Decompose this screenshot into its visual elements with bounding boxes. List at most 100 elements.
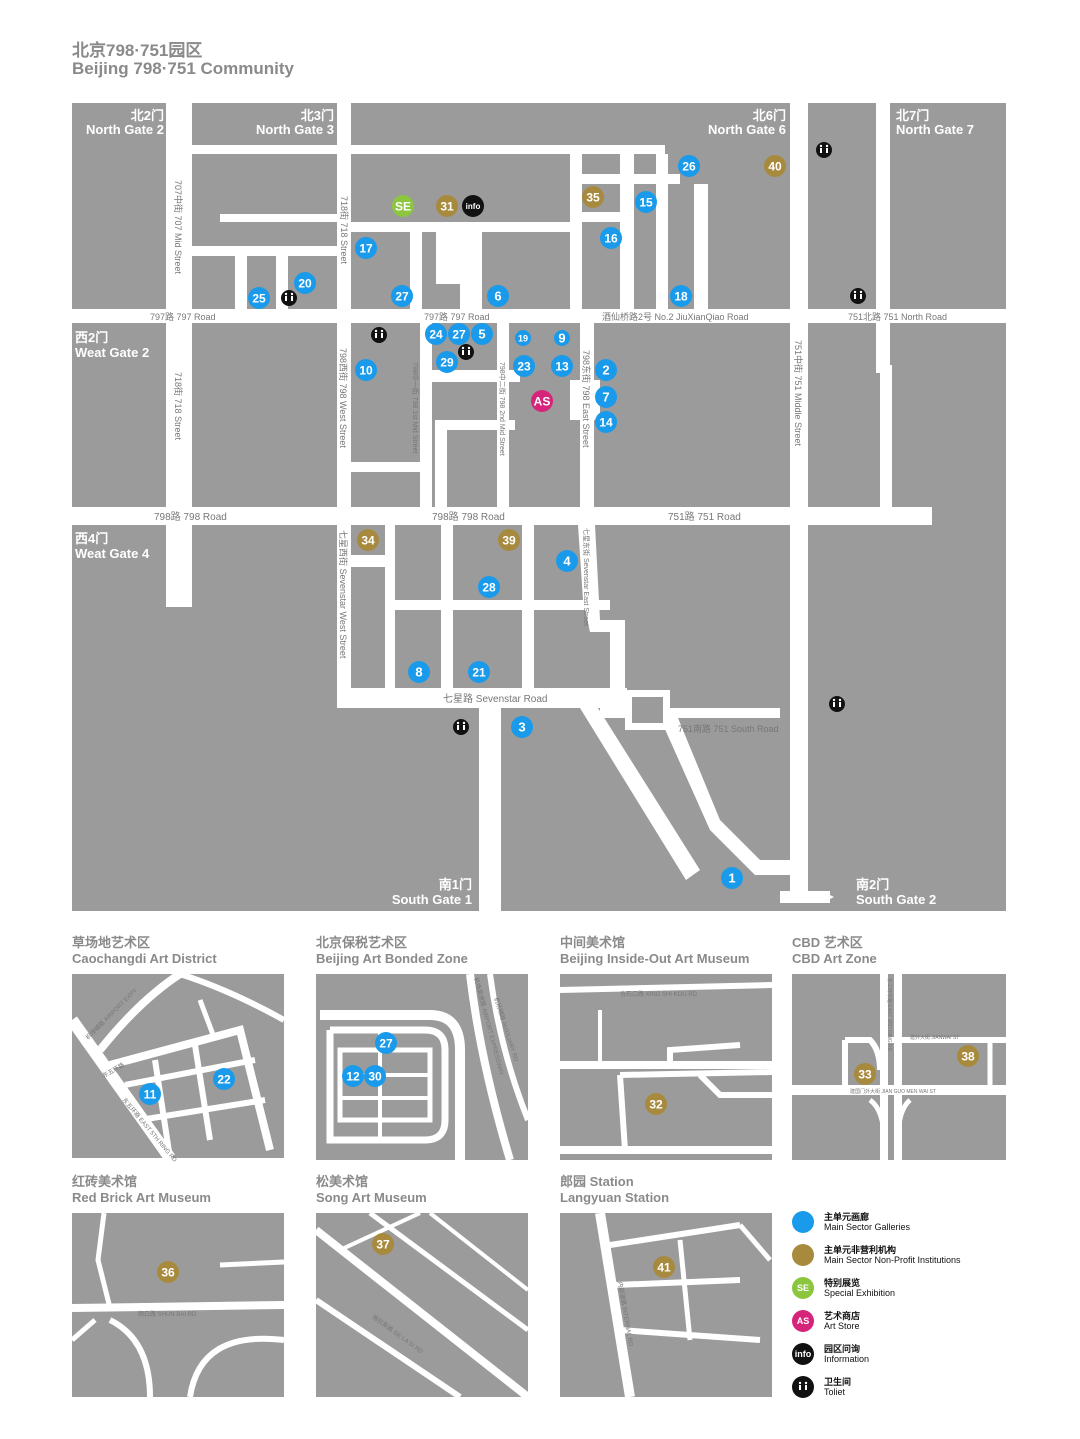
marker-dot <box>582 186 604 208</box>
gate-labels: 北2门 North Gate 2 北3门 North Gate 3 北6门 No… <box>72 108 974 907</box>
toilet-icon[interactable] <box>281 290 297 306</box>
toilet-icon[interactable] <box>816 142 832 158</box>
road-labels: 797路 797 Road 797路 797 Road 酒仙桥路2号 No.2 … <box>150 180 947 734</box>
venue-marker-nonprofit[interactable]: 38 <box>957 1045 979 1067</box>
venue-marker-gallery[interactable]: 28 <box>478 576 500 598</box>
toilet-icon[interactable] <box>458 344 474 360</box>
venue-marker-gallery[interactable]: 26 <box>678 155 700 177</box>
venue-marker-gallery[interactable]: 5 <box>471 323 493 345</box>
venue-marker-gallery[interactable]: 22 <box>213 1068 235 1090</box>
toilet-icon[interactable] <box>850 288 866 304</box>
marker-label: 21 <box>472 665 486 679</box>
venue-marker-gallery[interactable]: 14 <box>595 411 617 433</box>
marker-label: 19 <box>518 333 528 343</box>
info-icon: info <box>792 1343 814 1365</box>
venue-marker-gallery[interactable]: 30 <box>364 1065 386 1087</box>
road-label: 顺白路 SHUN BAI RD <box>138 1310 197 1318</box>
venue-marker-gallery[interactable]: 3 <box>511 716 533 738</box>
venue-marker-gallery[interactable]: 7 <box>595 386 617 408</box>
marker-dot <box>391 285 413 307</box>
venue-marker-gallery[interactable]: 20 <box>294 272 316 294</box>
venue-marker-gallery[interactable]: 4 <box>556 550 578 572</box>
venue-marker-nonprofit[interactable]: 33 <box>854 1063 876 1085</box>
venue-marker-nonprofit[interactable]: 31 <box>436 195 458 217</box>
inset-title-cn: 红砖美术馆 <box>72 1174 138 1189</box>
venue-marker-gallery[interactable]: 13 <box>551 355 573 377</box>
inset-title-cn: 郎园 Station <box>560 1174 634 1189</box>
toilet-icon[interactable] <box>829 696 845 712</box>
gate-north-3-cn: 北3门 <box>301 108 334 123</box>
marker-dot <box>531 390 553 412</box>
venue-marker-store[interactable]: AS <box>531 390 553 412</box>
marker-dot <box>764 155 786 177</box>
marker-label: 32 <box>649 1097 663 1111</box>
venue-marker-nonprofit[interactable]: 35 <box>582 186 604 208</box>
toilet-icon[interactable] <box>453 719 469 735</box>
venue-marker-gallery[interactable]: 19 <box>515 330 531 346</box>
legend-label-en: Special Exhibition <box>824 1288 896 1298</box>
art-store-icon: AS <box>792 1310 814 1332</box>
marker-label: 4 <box>563 554 571 569</box>
map-legend: 主单元画廊 Main Sector Galleries 主单元非营利机构 Mai… <box>790 1208 1040 1406</box>
venue-marker-gallery[interactable]: 21 <box>468 661 490 683</box>
marker-dot <box>670 285 692 307</box>
venue-marker-gallery[interactable]: 18 <box>670 285 692 307</box>
venue-marker-gallery[interactable]: 11 <box>139 1083 161 1105</box>
venue-marker-nonprofit[interactable]: 34 <box>357 529 379 551</box>
venue-marker-gallery[interactable]: 27 <box>375 1032 397 1054</box>
marker-label: 9 <box>558 331 565 346</box>
gate-north-6-en: North Gate 6 <box>708 122 786 137</box>
legend-item-toilet: 卫生间 Toliet <box>790 1373 1040 1406</box>
inset-markers: 37 <box>372 1233 394 1255</box>
venue-marker-gallery[interactable]: 17 <box>355 237 377 259</box>
inset-title-cn: 北京保税艺术区 <box>316 935 408 950</box>
marker-dot <box>448 323 470 345</box>
marker-label: 37 <box>376 1237 390 1251</box>
marker-label: 2 <box>602 363 609 378</box>
venue-marker-gallery[interactable]: 10 <box>355 359 377 381</box>
gate-south-2-cn: 南2门 <box>856 877 889 892</box>
inset-roads <box>313 1210 531 1401</box>
venue-marker-gallery[interactable]: 27 <box>391 285 413 307</box>
marker-dot <box>436 195 458 217</box>
venue-marker-gallery[interactable]: 27 <box>448 323 470 345</box>
inset-map-red-brick: 顺白路 SHUN BAI RD 36 <box>70 1212 285 1398</box>
venue-marker-gallery[interactable]: 29 <box>436 351 458 373</box>
venue-marker-gallery[interactable]: 16 <box>600 227 622 249</box>
gate-north-6-cn: 北6门 <box>753 108 786 123</box>
venue-marker-nonprofit[interactable]: 41 <box>653 1256 675 1278</box>
venue-marker-gallery[interactable]: 1 <box>721 867 743 889</box>
gate-south-2-en: South Gate 2 <box>856 892 936 907</box>
venue-marker-gallery[interactable]: 24 <box>425 323 447 345</box>
road-label: 七星西街 Sevenstar West Street <box>338 530 349 659</box>
marker-dot <box>645 1093 667 1115</box>
venue-marker-gallery[interactable]: 25 <box>248 287 270 309</box>
venue-marker-gallery[interactable]: 8 <box>408 661 430 683</box>
marker-dot <box>248 287 270 309</box>
venue-marker-gallery[interactable]: 9 <box>554 330 570 346</box>
venue-marker-info[interactable]: info <box>462 195 484 217</box>
legend-label-en: Information <box>824 1354 870 1364</box>
marker-label: 31 <box>440 199 454 213</box>
toilet-icon[interactable] <box>371 327 387 343</box>
venue-marker-nonprofit[interactable]: 32 <box>645 1093 667 1115</box>
marker-label: 24 <box>429 327 443 341</box>
inset-map-langyuan: 内部道路 INTERNAL RD 41 <box>560 1212 772 1398</box>
venue-marker-gallery[interactable]: 15 <box>635 191 657 213</box>
venue-marker-gallery[interactable]: 2 <box>595 359 617 381</box>
venue-marker-nonprofit[interactable]: 37 <box>372 1233 394 1255</box>
venue-marker-gallery[interactable]: 6 <box>487 285 509 307</box>
venue-marker-special[interactable]: SE <box>392 195 414 217</box>
venue-marker-gallery[interactable]: 12 <box>342 1065 364 1087</box>
inset-markers: 36 <box>157 1261 179 1283</box>
inset-title-cn: 松美术馆 <box>316 1174 369 1189</box>
venue-marker-nonprofit[interactable]: 40 <box>764 155 786 177</box>
inset-roads <box>320 973 531 1162</box>
venue-marker-gallery[interactable]: 23 <box>513 355 535 377</box>
marker-label: 36 <box>161 1265 175 1279</box>
venue-marker-nonprofit[interactable]: 39 <box>498 529 520 551</box>
venue-marker-nonprofit[interactable]: 36 <box>157 1261 179 1283</box>
